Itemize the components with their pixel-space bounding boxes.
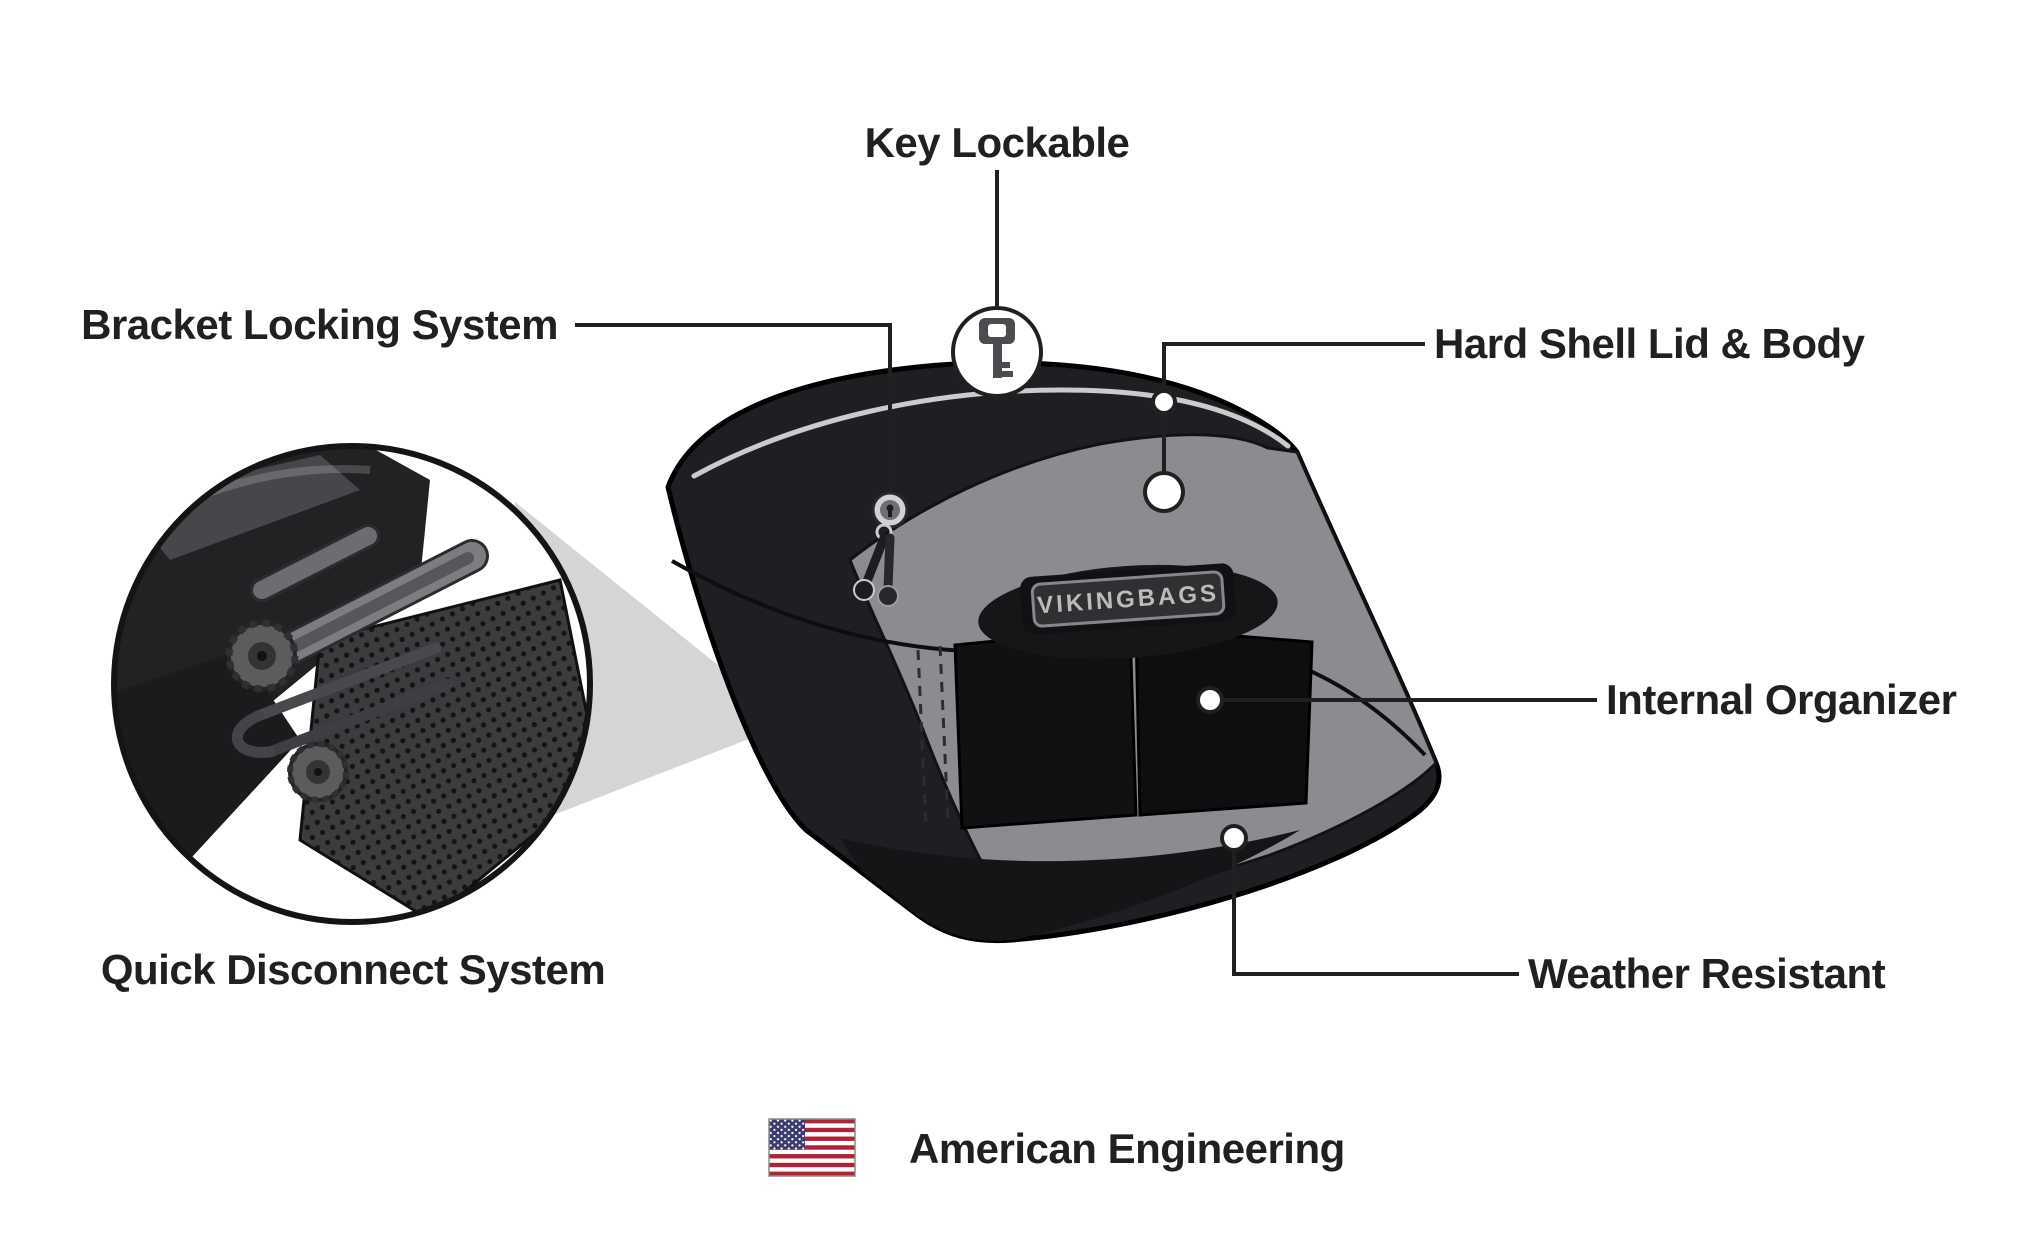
callout-dot-weather-resistant bbox=[1220, 824, 1248, 852]
footer-american-engineering: American Engineering bbox=[909, 1125, 1345, 1172]
lock-cylinder-icon bbox=[871, 491, 909, 529]
callout-line-hard-shell bbox=[1162, 342, 1425, 473]
stitch-line bbox=[916, 649, 928, 827]
inset-panel-highlight bbox=[120, 455, 360, 560]
callout-line-weather-resistant bbox=[1232, 850, 1519, 976]
callout-label-weather-resistant: Weather Resistant bbox=[1528, 950, 1886, 997]
callout-label-key-lockable: Key Lockable bbox=[864, 119, 1130, 166]
lid-rim-highlight bbox=[691, 387, 1291, 479]
callout-label-quick-disconnect-system: Quick Disconnect System bbox=[100, 946, 606, 993]
bag-bottom-shadow bbox=[840, 830, 1300, 941]
callout-dot-hard-shell-small bbox=[1151, 389, 1177, 415]
quick-disconnect-inset bbox=[111, 443, 593, 925]
us-flag-icon bbox=[768, 1118, 856, 1177]
callout-line-bracket-locking bbox=[575, 323, 892, 490]
callout-label-bracket-locking-system: Bracket Locking System bbox=[81, 301, 558, 348]
callout-label-hard-shell-lid-body: Hard Shell Lid & Body bbox=[1434, 320, 1865, 367]
organizer-pocket-right bbox=[1134, 626, 1314, 817]
u-pin-icon bbox=[231, 642, 454, 758]
callout-lines bbox=[575, 170, 1597, 976]
key-icon bbox=[951, 306, 1043, 398]
callout-label-internal-organizer: Internal Organizer bbox=[1606, 676, 1957, 723]
knob-bolt-icon bbox=[287, 741, 349, 803]
callout-dot-internal-organizer bbox=[1196, 686, 1224, 714]
callout-dots bbox=[1143, 389, 1248, 852]
callout-dot-hard-shell-large bbox=[1143, 471, 1185, 513]
hanging-keys-icon bbox=[853, 523, 899, 607]
brand-badge: VIKINGBAGS bbox=[978, 563, 1278, 660]
saddlebag-illustration: VIKINGBAGS bbox=[665, 360, 1442, 944]
mounting-bracket-icon bbox=[250, 524, 489, 665]
stitch-line bbox=[938, 645, 950, 823]
inset-perforated-leather bbox=[298, 578, 590, 922]
knob-bolt-icon bbox=[225, 619, 299, 693]
inset-circle-border bbox=[111, 443, 593, 925]
